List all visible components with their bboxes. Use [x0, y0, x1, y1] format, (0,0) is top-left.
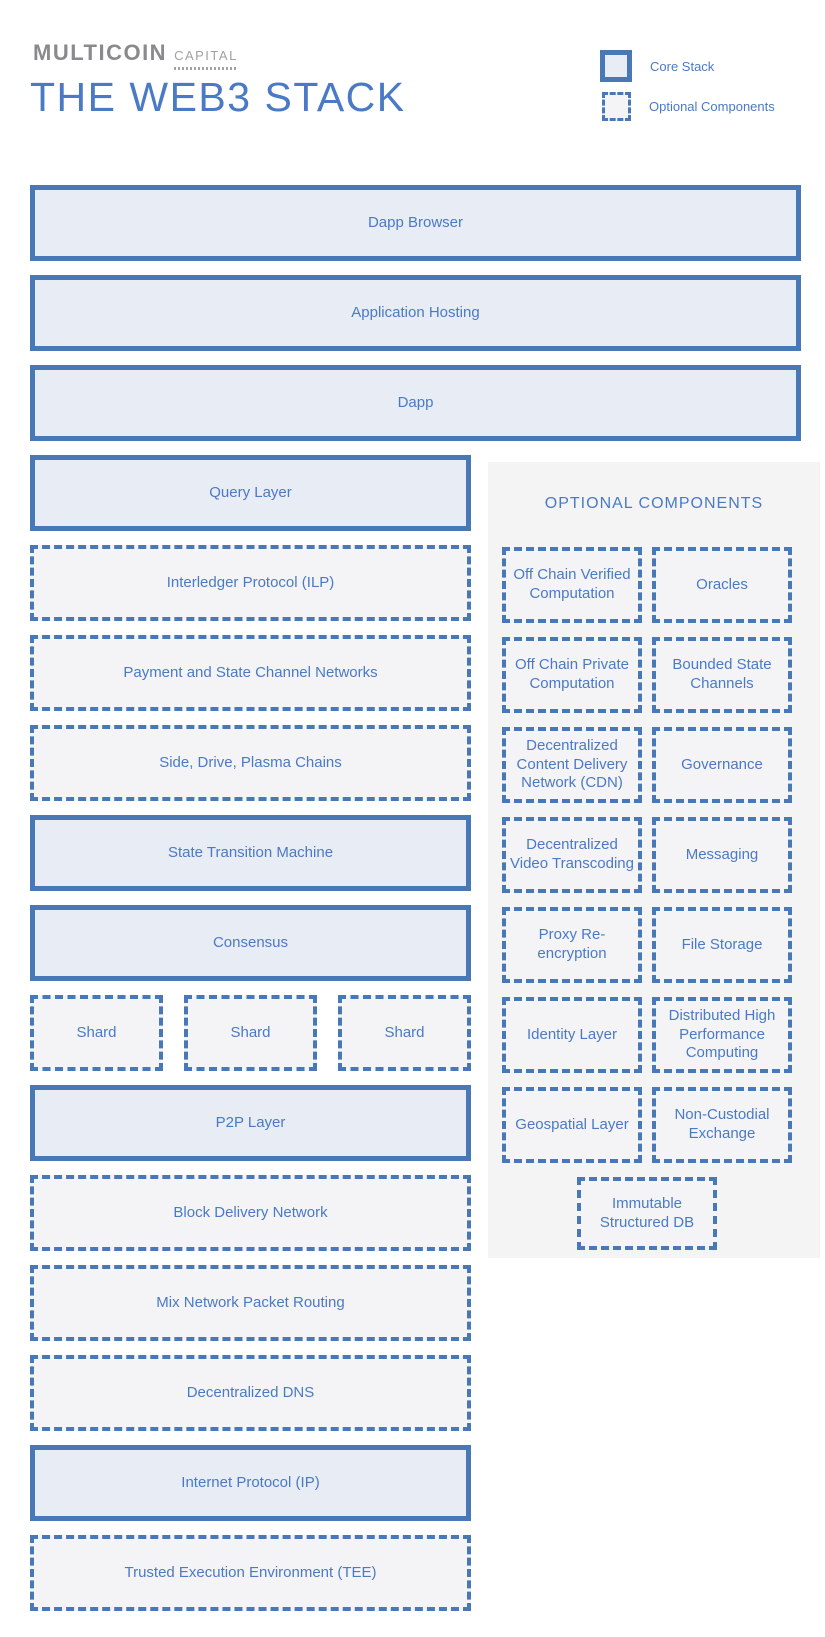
- optional-components-grid: Off Chain Verified Computation Oracles O…: [502, 547, 792, 1250]
- stack-box-dapp-browser: Dapp Browser: [30, 185, 801, 261]
- core-stack-swatch-icon: [600, 50, 632, 82]
- stack-column: Dapp Browser Application Hosting Dapp Qu…: [30, 185, 801, 1625]
- stack-box-state-transition-machine: State Transition Machine: [30, 815, 471, 891]
- logo-suffix-block: CAPITAL: [174, 47, 238, 70]
- panel-item-decentralized-cdn: Decentralized Content Delivery Network (…: [502, 727, 642, 803]
- panel-item-messaging: Messaging: [652, 817, 792, 893]
- panel-item-oracles: Oracles: [652, 547, 792, 623]
- stack-box-interledger-protocol: Interledger Protocol (ILP): [30, 545, 471, 621]
- stack-box-block-delivery-network: Block Delivery Network: [30, 1175, 471, 1251]
- optional-components-panel: OPTIONAL COMPONENTS Off Chain Verified C…: [488, 462, 820, 1258]
- stack-box-trusted-execution-environment: Trusted Execution Environment (TEE): [30, 1535, 471, 1611]
- legend-core-label: Core Stack: [650, 58, 715, 74]
- multicoin-logo: MULTICOIN CAPITAL: [33, 40, 238, 70]
- legend-optional-label: Optional Components: [649, 99, 775, 114]
- stack-box-p2p-layer: P2P Layer: [30, 1085, 471, 1161]
- logo-suffix-text: CAPITAL: [174, 48, 238, 63]
- stack-box-side-drive-plasma-chains: Side, Drive, Plasma Chains: [30, 725, 471, 801]
- panel-item-geospatial-layer: Geospatial Layer: [502, 1087, 642, 1163]
- stack-box-shard-3: Shard: [338, 995, 471, 1071]
- stack-box-dapp: Dapp: [30, 365, 801, 441]
- stack-box-mix-network-packet-routing: Mix Network Packet Routing: [30, 1265, 471, 1341]
- logo-dots-decoration: [174, 67, 238, 70]
- panel-item-file-storage: File Storage: [652, 907, 792, 983]
- panel-item-governance: Governance: [652, 727, 792, 803]
- panel-item-distributed-high-performance-computing: Distributed High Performance Computing: [652, 997, 792, 1073]
- panel-last-row: Immutable Structured DB: [502, 1177, 792, 1250]
- stack-box-payment-state-channel-networks: Payment and State Channel Networks: [30, 635, 471, 711]
- panel-item-off-chain-private-computation: Off Chain Private Computation: [502, 637, 642, 713]
- panel-item-bounded-state-channels: Bounded State Channels: [652, 637, 792, 713]
- legend-optional-components: Optional Components: [576, 92, 775, 121]
- legend-core-stack: Core Stack: [576, 50, 714, 82]
- stack-box-application-hosting: Application Hosting: [30, 275, 801, 351]
- page-title: THE WEB3 STACK: [30, 74, 406, 120]
- stack-box-shard-2: Shard: [184, 995, 317, 1071]
- panel-item-identity-layer: Identity Layer: [502, 997, 642, 1073]
- shard-row: Shard Shard Shard: [30, 995, 471, 1071]
- stack-box-decentralized-dns: Decentralized DNS: [30, 1355, 471, 1431]
- optional-components-panel-title: OPTIONAL COMPONENTS: [544, 495, 764, 512]
- panel-item-proxy-re-encryption: Proxy Re-encryption: [502, 907, 642, 983]
- panel-item-decentralized-video-transcoding: Decentralized Video Transcoding: [502, 817, 642, 893]
- panel-item-off-chain-verified-computation: Off Chain Verified Computation: [502, 547, 642, 623]
- panel-item-immutable-structured-db: Immutable Structured DB: [577, 1177, 717, 1250]
- stack-box-consensus: Consensus: [30, 905, 471, 981]
- optional-components-swatch-icon: [602, 92, 631, 121]
- panel-item-non-custodial-exchange: Non-Custodial Exchange: [652, 1087, 792, 1163]
- stack-box-shard-1: Shard: [30, 995, 163, 1071]
- stack-box-query-layer: Query Layer: [30, 455, 471, 531]
- logo-brand-text: MULTICOIN: [33, 40, 168, 65]
- stack-box-internet-protocol: Internet Protocol (IP): [30, 1445, 471, 1521]
